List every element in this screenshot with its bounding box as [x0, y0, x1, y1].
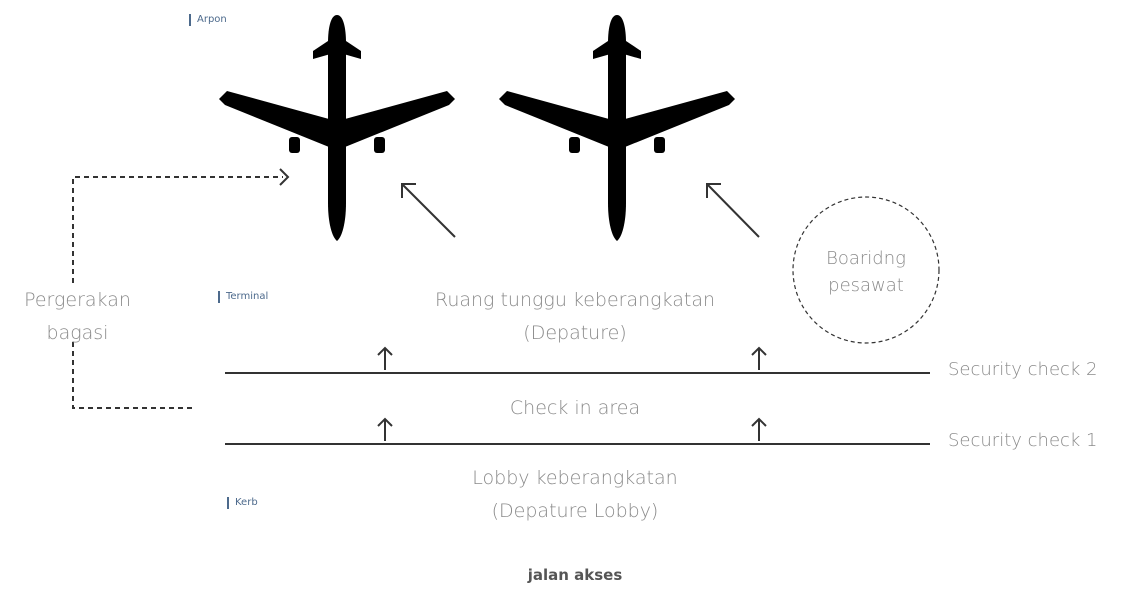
arrow-up-icon — [751, 346, 767, 370]
airplane-icon — [219, 15, 455, 241]
zone-terminal-label: Terminal — [218, 291, 268, 303]
arrow-up-icon — [377, 346, 393, 370]
arrow-right-icon — [279, 168, 290, 186]
zone-apron-label: Arpon — [189, 14, 227, 26]
lobby-label: Lobby keberangkatan (Depature Lobby) — [400, 462, 750, 528]
waiting-room-line2: (Depature) — [523, 322, 627, 344]
boarding-label: Boaridng pesawat — [796, 245, 936, 299]
boarding-circle — [792, 196, 940, 344]
arrow-up-icon — [377, 417, 393, 441]
airplane-icon — [499, 15, 735, 241]
arrow-up-left-icon — [401, 183, 456, 238]
arrow-up-left-icon — [706, 183, 760, 238]
zone-kerb-label: Kerb — [227, 497, 258, 509]
security-check-1-label: Security check 1 — [948, 430, 1098, 451]
baggage-label-line1: Pergerakan — [24, 289, 131, 311]
checkin-area-label: Check in area — [509, 397, 641, 419]
boarding-line2: pesawat — [828, 275, 904, 296]
access-road-label: jalan akses — [527, 566, 623, 584]
baggage-label: Pergerakan bagasi — [0, 284, 155, 350]
security-check-2-label: Security check 2 — [948, 359, 1098, 380]
baggage-label-line2: bagasi — [46, 322, 109, 344]
arrow-up-icon — [751, 417, 767, 441]
waiting-room-line1: Ruang tunggu keberangkatan — [434, 289, 716, 311]
boarding-line1: Boaridng — [826, 248, 906, 269]
baggage-path — [72, 176, 283, 409]
lobby-line1: Lobby keberangkatan — [472, 467, 678, 489]
lobby-line2: (Depature Lobby) — [491, 500, 659, 522]
waiting-room-label: Ruang tunggu keberangkatan (Depature) — [380, 284, 770, 350]
